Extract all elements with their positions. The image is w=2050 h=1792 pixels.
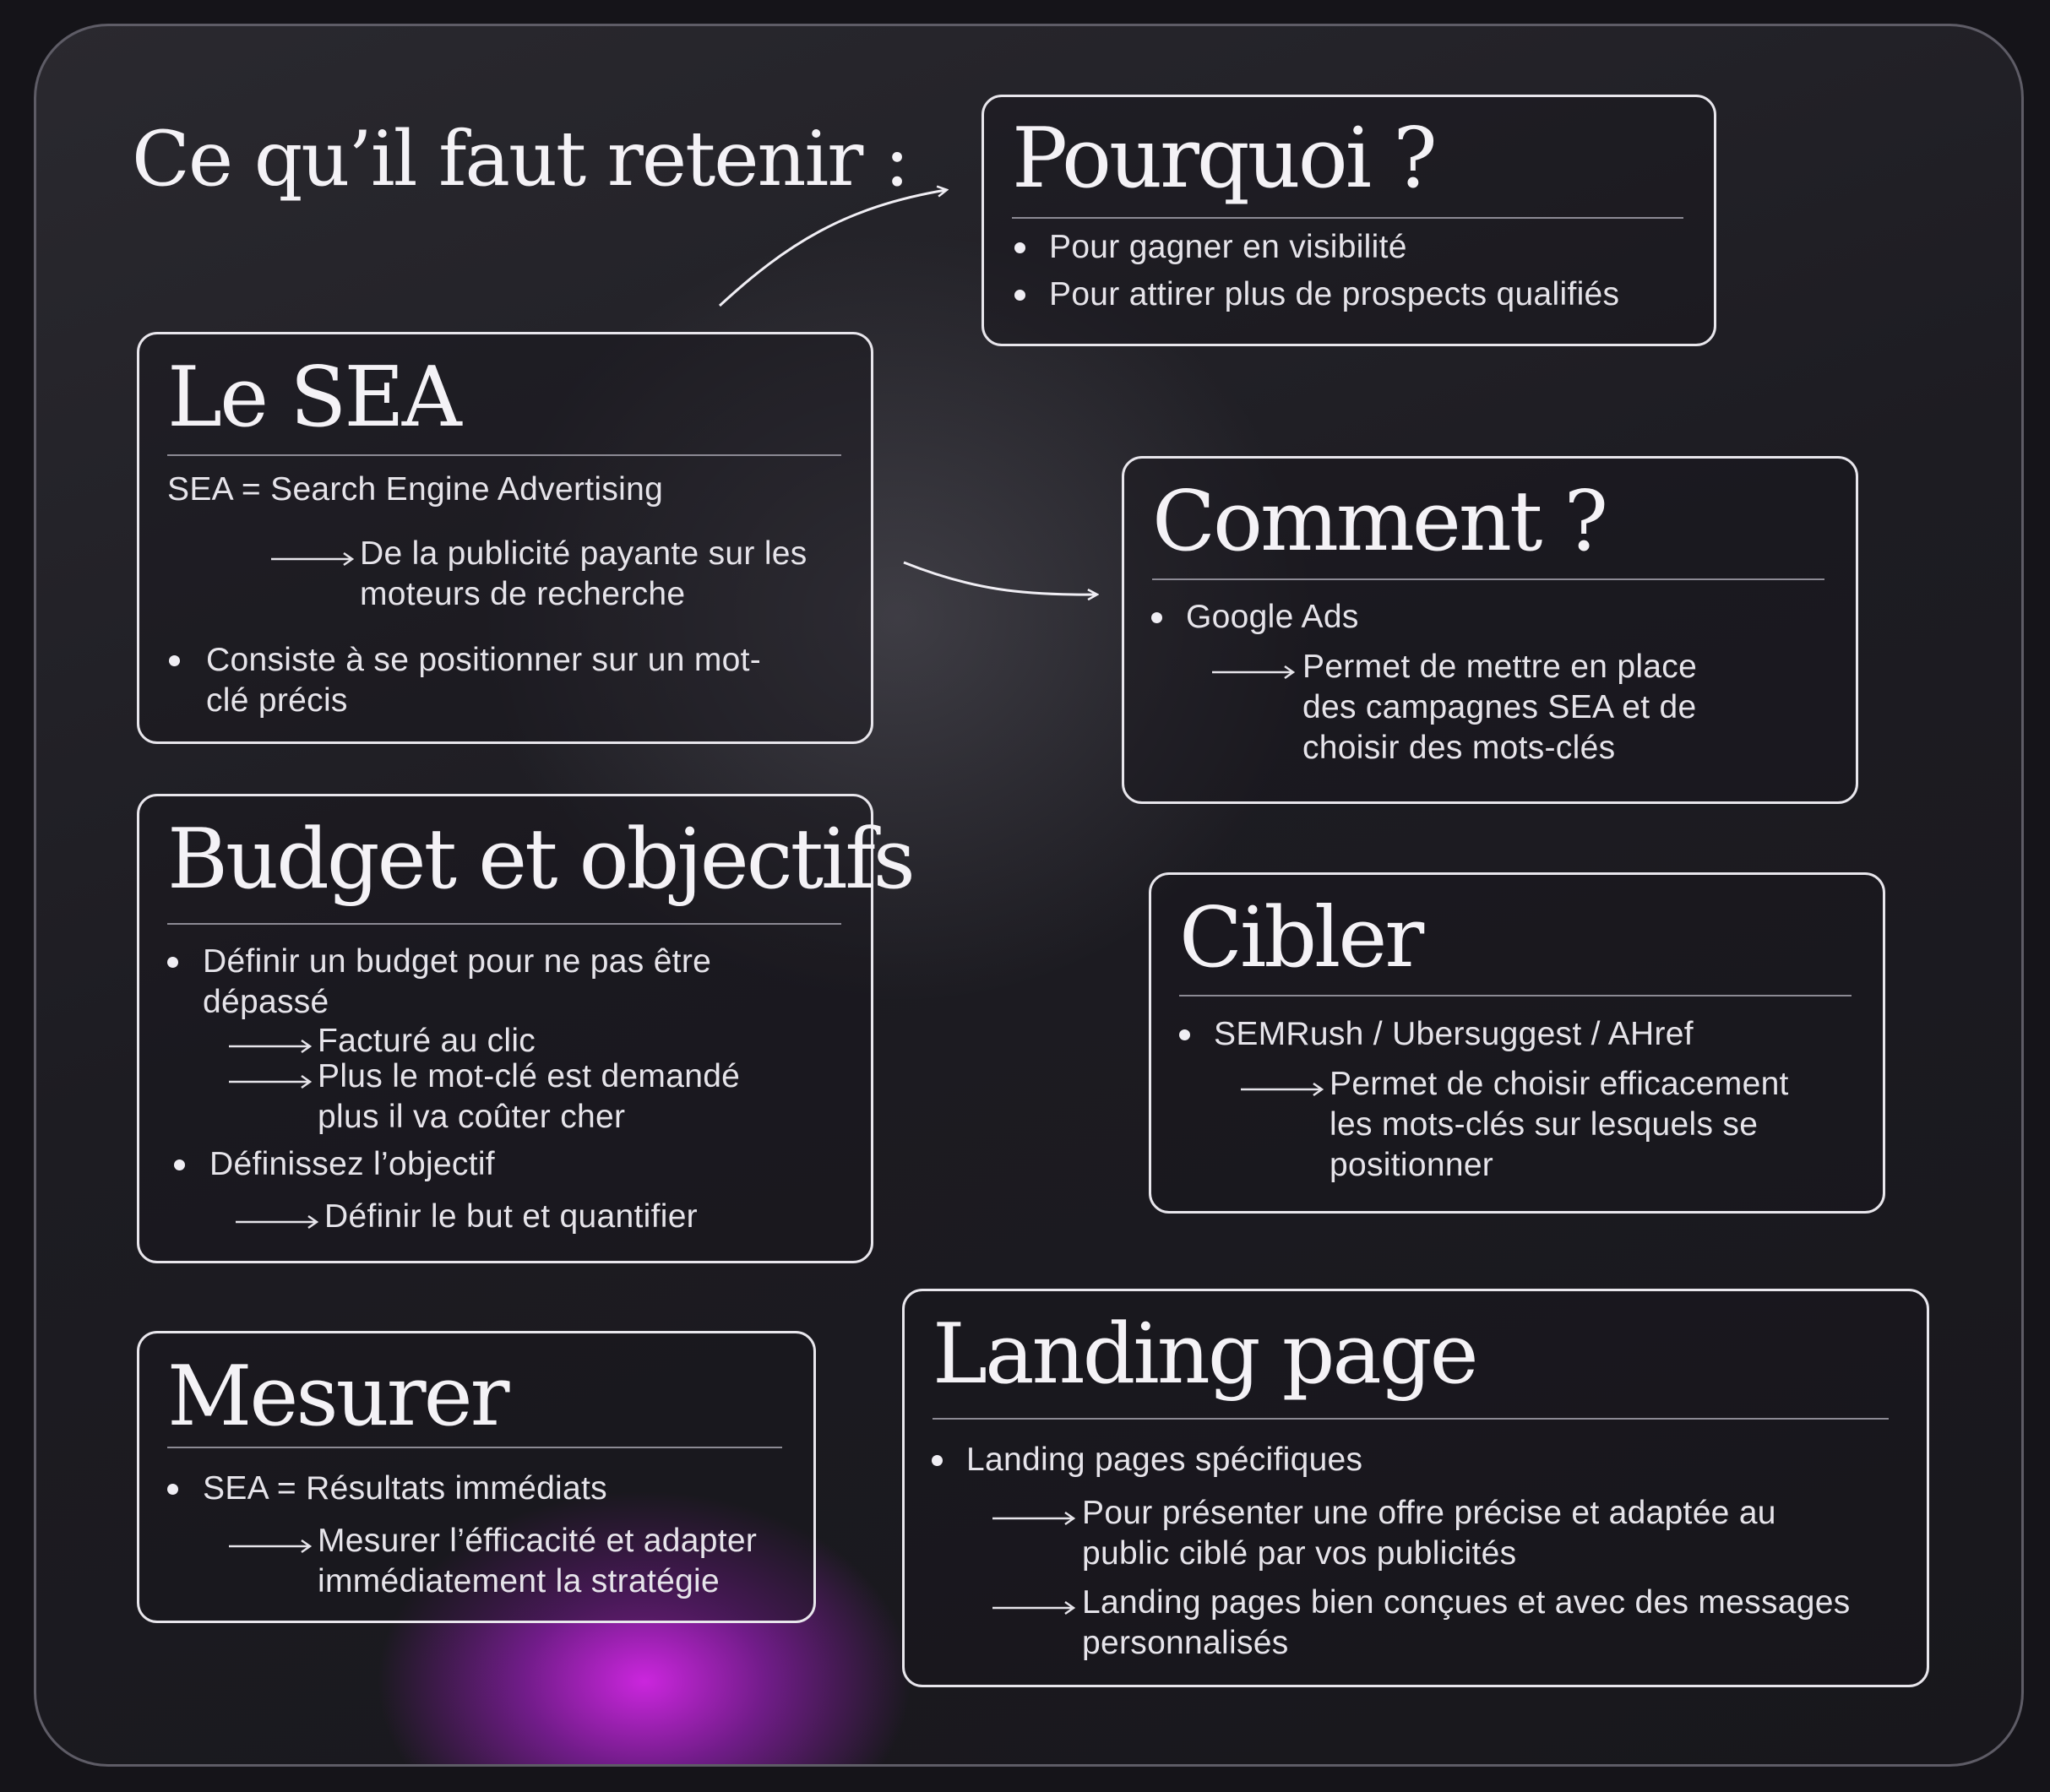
divider bbox=[167, 454, 841, 456]
arrow-text-line: Plus le mot-clé est demandé bbox=[318, 1058, 741, 1094]
bullet-text: Landing pages spécifiques bbox=[966, 1442, 1363, 1478]
bullet-icon bbox=[1179, 1029, 1190, 1040]
list-item: Pour attirer plus de prospects qualifiés bbox=[1049, 276, 1620, 312]
bullet-icon bbox=[167, 1484, 178, 1495]
card-heading: Landing page bbox=[933, 1306, 1479, 1403]
bullet-text-line: clé précis bbox=[206, 682, 348, 719]
arrow-text-line: plus il va coûter cher bbox=[318, 1099, 626, 1135]
arrow-text-line: choisir des mots-clés bbox=[1302, 730, 1616, 766]
divider bbox=[1179, 995, 1852, 996]
bullet-text: Google Ads bbox=[1186, 599, 1359, 635]
background-panel bbox=[34, 24, 2024, 1767]
card-landing-page: Landing page Landing pages spécifiques P… bbox=[902, 1289, 1929, 1687]
arrow-right-icon bbox=[1212, 665, 1296, 680]
page-title: Ce qu’il faut retenir : bbox=[132, 115, 910, 204]
arrow-text-line: les mots-clés sur lesquels se bbox=[1330, 1106, 1759, 1143]
card-budget-objectifs: Budget et objectifs Définir un budget po… bbox=[137, 794, 916, 1263]
bullet-text: SEA = Résultats immédiats bbox=[203, 1470, 607, 1507]
bullet-icon bbox=[1151, 612, 1162, 623]
arrow-text-line: Pour présenter une offre précise et adap… bbox=[1082, 1495, 1776, 1531]
bullet-icon bbox=[932, 1455, 943, 1466]
arrow-text: Définir le but et quantifier bbox=[324, 1198, 698, 1235]
bullet-text-line: dépassé bbox=[203, 984, 329, 1020]
arrow-right-icon bbox=[1241, 1082, 1324, 1097]
arrow-text-line: public ciblé par vos publicités bbox=[1082, 1535, 1517, 1572]
card-heading: Pourquoi ? bbox=[1012, 111, 1438, 207]
arrow-text-line: moteurs de recherche bbox=[360, 576, 686, 612]
arrow-text-line: Permet de mettre en place bbox=[1302, 649, 1698, 685]
arrow-text-line: personnalisés bbox=[1082, 1625, 1289, 1661]
card-heading: Comment ? bbox=[1152, 474, 1608, 570]
card-heading: Cibler bbox=[1179, 890, 1424, 986]
arrow-right-icon bbox=[229, 1074, 313, 1089]
card-pourquoi: Pourquoi ? Pour gagner en visibilité Pou… bbox=[981, 95, 1716, 346]
arrow-right-icon bbox=[271, 551, 355, 567]
divider bbox=[1012, 217, 1683, 219]
bullet-icon bbox=[174, 1159, 185, 1170]
bullet-icon bbox=[1014, 290, 1025, 301]
card-cibler: Cibler SEMRush / Ubersuggest / AHref Per… bbox=[1149, 872, 1885, 1214]
definition-text: SEA = Search Engine Advertising bbox=[167, 471, 664, 508]
arrow-right-icon bbox=[229, 1039, 313, 1054]
arrow-right-icon bbox=[992, 1511, 1076, 1526]
arrow-right-icon bbox=[992, 1600, 1076, 1616]
bullet-icon bbox=[167, 957, 178, 968]
card-heading: Mesurer bbox=[167, 1349, 509, 1445]
card-heading: Le SEA bbox=[167, 350, 462, 446]
bullet-text: SEMRush / Ubersuggest / AHref bbox=[1214, 1016, 1694, 1052]
divider bbox=[167, 1447, 782, 1448]
arrow-text-line: Permet de choisir efficacement bbox=[1330, 1066, 1789, 1102]
divider bbox=[1152, 578, 1824, 580]
bullet-text-line: Définir un budget pour ne pas être bbox=[203, 943, 712, 980]
arrow-text-line: De la publicité payante sur les bbox=[360, 535, 807, 572]
arrow-text-line: positionner bbox=[1330, 1147, 1494, 1183]
card-mesurer: Mesurer SEA = Résultats immédiats Mesure… bbox=[137, 1331, 816, 1623]
divider bbox=[933, 1418, 1889, 1420]
arrow-text-line: Mesurer l’éfficacité et adapter bbox=[318, 1523, 758, 1559]
card-le-sea: Le SEA SEA = Search Engine Advertising D… bbox=[137, 332, 873, 744]
arrow-right-icon bbox=[229, 1539, 313, 1554]
divider bbox=[167, 923, 841, 925]
bullet-icon bbox=[169, 655, 180, 666]
arrow-right-icon bbox=[236, 1214, 319, 1230]
arrow-text-line: immédiatement la stratégie bbox=[318, 1563, 720, 1599]
arrow-text: Facturé au clic bbox=[318, 1023, 536, 1059]
arrow-text-line: des campagnes SEA et de bbox=[1302, 689, 1697, 725]
list-item: Pour gagner en visibilité bbox=[1049, 229, 1407, 265]
bullet-text-line: Consiste à se positionner sur un mot- bbox=[206, 642, 762, 678]
bullet-icon bbox=[1014, 242, 1025, 253]
card-comment: Comment ? Google Ads Permet de mettre en… bbox=[1122, 456, 1858, 804]
card-heading: Budget et objectifs bbox=[167, 812, 916, 908]
arrow-text-line: Landing pages bien conçues et avec des m… bbox=[1082, 1584, 1851, 1621]
bullet-text: Définissez l’objectif bbox=[209, 1146, 495, 1182]
